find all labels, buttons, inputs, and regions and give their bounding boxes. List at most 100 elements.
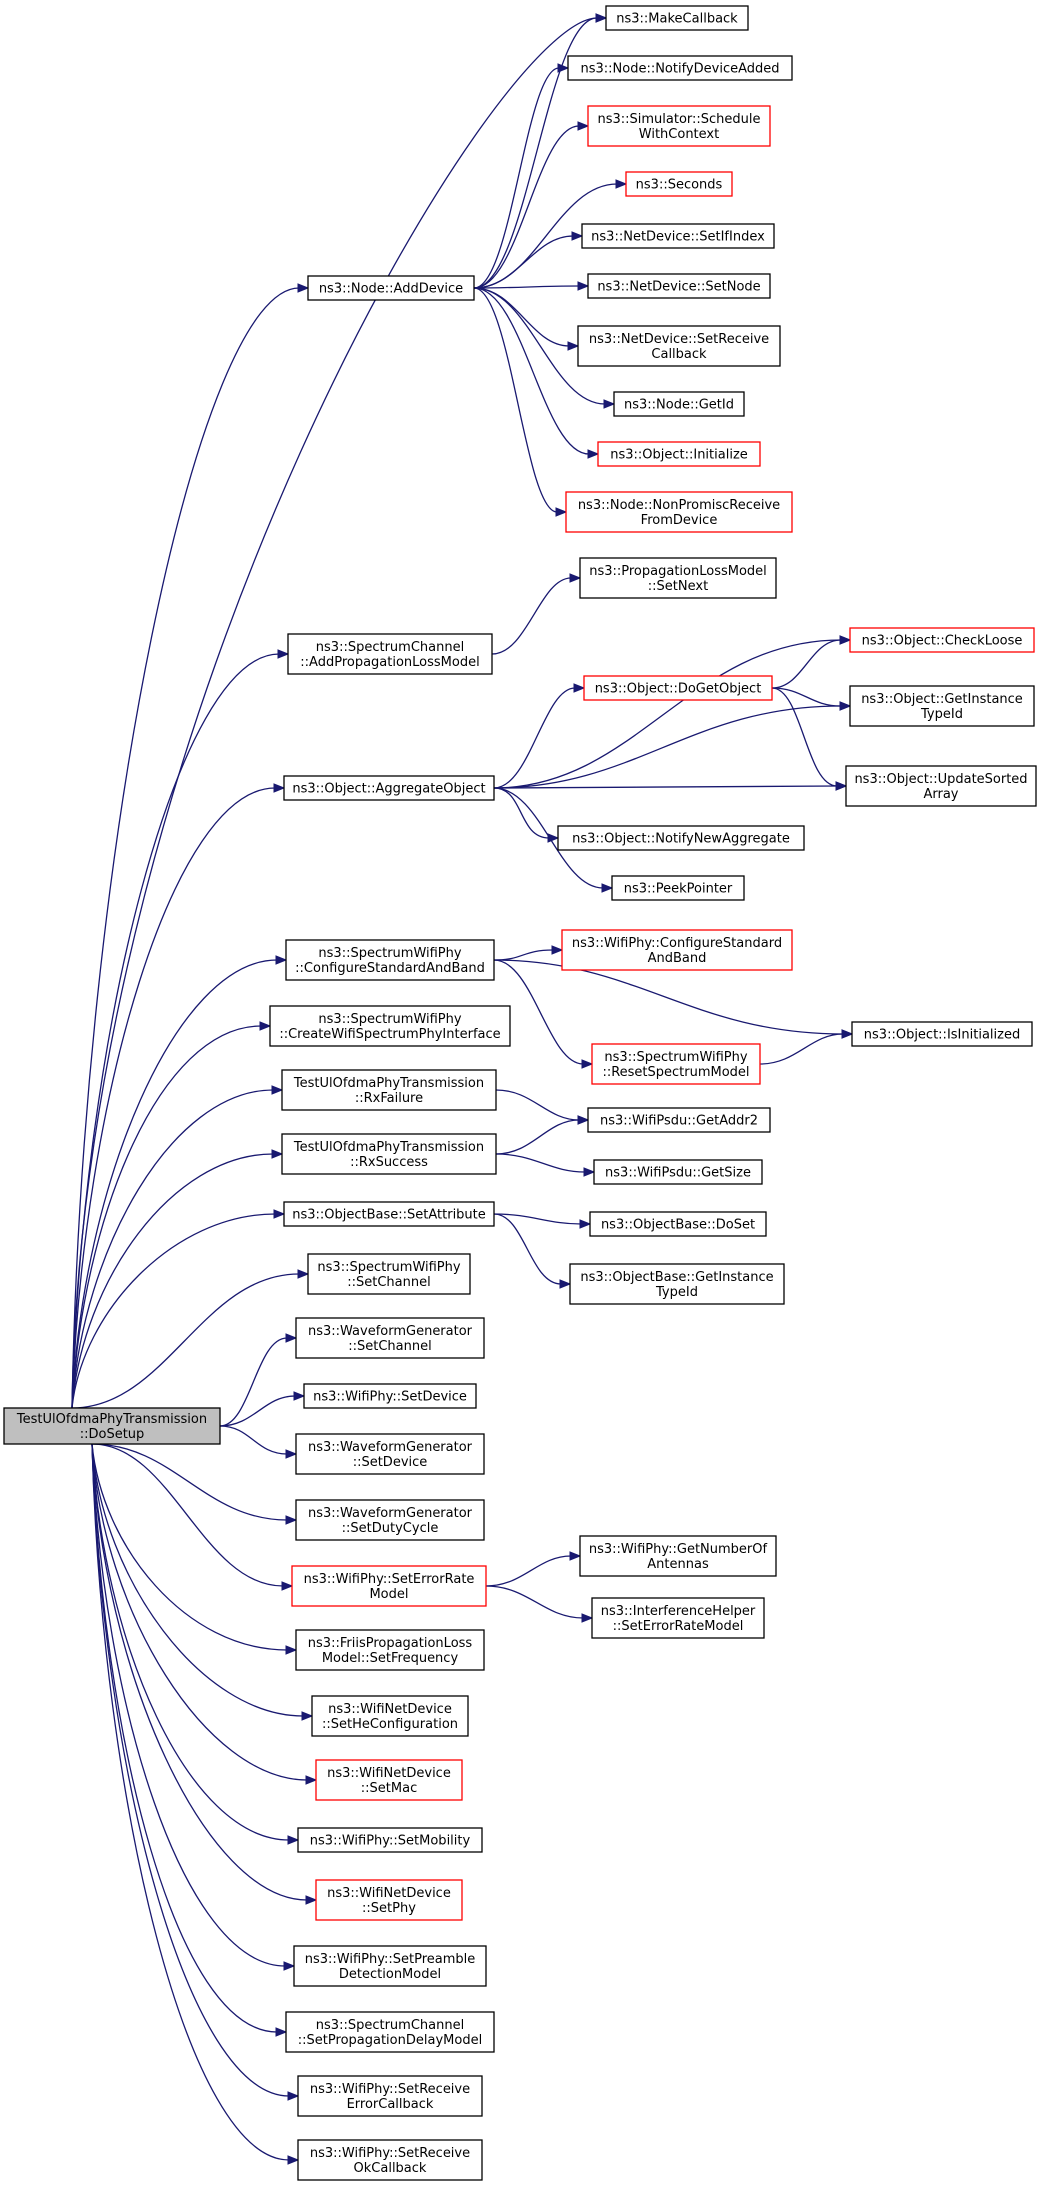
- node-label: ::SetDevice: [353, 1455, 428, 1470]
- node-isinit[interactable]: ns3::Object::IsInitialized: [851, 1021, 1033, 1047]
- node-label: ns3::ObjectBase::DoSet: [601, 1218, 755, 1233]
- node-notifynewagg[interactable]: ns3::Object::NotifyNewAggregate: [557, 825, 805, 851]
- node-plmsetnext[interactable]: ns3::PropagationLossModel::SetNext: [579, 557, 777, 599]
- node-setattr[interactable]: ns3::ObjectBase::SetAttribute: [283, 1201, 495, 1227]
- node-peekptr[interactable]: ns3::PeekPointer: [611, 875, 745, 901]
- node-aggregate[interactable]: ns3::Object::AggregateObject: [283, 775, 495, 801]
- node-label: Callback: [651, 347, 707, 362]
- node-label: ::SetErrorRateModel: [613, 1619, 744, 1634]
- node-label: FromDevice: [641, 513, 718, 528]
- node-doset[interactable]: ns3::ObjectBase::DoSet: [589, 1211, 767, 1237]
- node-dogetobj[interactable]: ns3::Object::DoGetObject: [583, 675, 773, 701]
- node-label: ::SetChannel: [348, 1339, 431, 1354]
- edge-adddevice-schedctx: [473, 121, 590, 289]
- node-objinit[interactable]: ns3::Object::Initialize: [597, 441, 761, 467]
- node-root[interactable]: TestUlOfdmaPhyTransmission::DoSetup: [3, 1407, 221, 1445]
- node-label: OkCallback: [354, 2161, 427, 2176]
- node-wgduty[interactable]: ns3::WaveformGenerator::SetDutyCycle: [295, 1499, 485, 1541]
- edge-rxsucc-getsize: [495, 1153, 596, 1177]
- node-label: ErrorCallback: [347, 2097, 434, 2112]
- node-addprop[interactable]: ns3::SpectrumChannel::AddPropagationLoss…: [287, 633, 493, 675]
- node-setifindex[interactable]: ns3::NetDevice::SetIfIndex: [581, 223, 775, 249]
- node-notifydev[interactable]: ns3::Node::NotifyDeviceAdded: [567, 55, 793, 81]
- node-setmac[interactable]: ns3::WifiNetDevice::SetMac: [315, 1759, 463, 1801]
- node-label: ::SetNext: [648, 579, 708, 594]
- node-label: ns3::SpectrumWifiPhy: [604, 1050, 747, 1065]
- edge-adddevice-objinit: [473, 287, 600, 459]
- node-label: ns3::Node::NotifyDeviceAdded: [580, 62, 779, 77]
- edge-root-wgduty: [91, 1443, 298, 1525]
- edge-rxfail-getaddr2: [495, 1089, 590, 1125]
- node-ihseterr[interactable]: ns3::InterferenceHelper::SetErrorRateMod…: [591, 1597, 765, 1639]
- node-label: ns3::WaveformGenerator: [308, 1506, 473, 1521]
- node-label: Model::SetFrequency: [322, 1651, 459, 1666]
- node-makecb[interactable]: ns3::MakeCallback: [605, 5, 749, 31]
- edge-seterrmodel-ihseterr: [485, 1585, 594, 1623]
- node-checkloose[interactable]: ns3::Object::CheckLoose: [849, 627, 1035, 653]
- node-wpsetdev[interactable]: ns3::WifiPhy::SetDevice: [303, 1383, 477, 1409]
- edge-root-setphy: [91, 1443, 318, 1905]
- node-label: ns3::WifiPhy::SetErrorRate: [304, 1572, 475, 1587]
- node-wgsetdev[interactable]: ns3::WaveformGenerator::SetDevice: [295, 1433, 485, 1475]
- edge-root-makecb: [71, 13, 608, 1409]
- edge-aggregate-checkloose: [493, 635, 852, 789]
- node-setpropdelay[interactable]: ns3::SpectrumChannel::SetPropagationDela…: [285, 2011, 495, 2053]
- node-setmob[interactable]: ns3::WifiPhy::SetMobility: [297, 1827, 483, 1853]
- node-getsize[interactable]: ns3::WifiPsdu::GetSize: [593, 1159, 763, 1185]
- edge-root-wpsetdev: [219, 1391, 306, 1427]
- node-label: WithContext: [639, 127, 719, 142]
- node-seconds[interactable]: ns3::Seconds: [625, 171, 733, 197]
- node-setnode[interactable]: ns3::NetDevice::SetNode: [587, 273, 771, 299]
- node-wpcfgstd[interactable]: ns3::WifiPhy::ConfigureStandardAndBand: [561, 929, 793, 971]
- node-setphy[interactable]: ns3::WifiNetDevice::SetPhy: [315, 1879, 463, 1921]
- node-label: ::SetPhy: [362, 1901, 416, 1916]
- node-label: ::ConfigureStandardAndBand: [295, 961, 485, 976]
- node-getid[interactable]: ns3::Node::GetId: [613, 391, 745, 417]
- node-label: ns3::WifiPhy::SetReceive: [310, 2082, 470, 2097]
- node-adddevice[interactable]: ns3::Node::AddDevice: [307, 275, 475, 301]
- edge-root-wgsetdev: [219, 1425, 298, 1459]
- node-cfgstdband[interactable]: ns3::SpectrumWifiPhy::ConfigureStandardA…: [285, 939, 495, 981]
- node-label: ::SetMac: [361, 1781, 417, 1796]
- node-rxsucc[interactable]: TestUlOfdmaPhyTransmission::RxSuccess: [281, 1133, 497, 1175]
- node-sethecfg[interactable]: ns3::WifiNetDevice::SetHeConfiguration: [311, 1695, 469, 1737]
- node-wgsetch[interactable]: ns3::WaveformGenerator::SetChannel: [295, 1317, 485, 1359]
- node-label: ::ResetSpectrumModel: [602, 1065, 749, 1080]
- node-label: ns3::WifiPhy::ConfigureStandard: [572, 936, 782, 951]
- edge-root-rxsucc: [71, 1149, 284, 1409]
- edge-aggregate-dogetobj: [493, 683, 586, 789]
- node-label: ns3::Object::CheckLoose: [862, 634, 1023, 649]
- node-label: ns3::Object::DoGetObject: [595, 682, 762, 697]
- node-label: DetectionModel: [339, 1967, 441, 1982]
- node-createiface[interactable]: ns3::SpectrumWifiPhy::CreateWifiSpectrum…: [269, 1005, 511, 1047]
- node-swpsetch[interactable]: ns3::SpectrumWifiPhy::SetChannel: [307, 1253, 471, 1295]
- node-resetspec[interactable]: ns3::SpectrumWifiPhy::ResetSpectrumModel: [591, 1043, 761, 1085]
- node-rxfail[interactable]: TestUlOfdmaPhyTransmission::RxFailure: [281, 1069, 497, 1111]
- edge-setattr-doset: [493, 1213, 592, 1229]
- node-friisfreq[interactable]: ns3::FriisPropagationLossModel::SetFrequ…: [295, 1629, 485, 1671]
- node-label: ns3::Object::GetInstance: [861, 692, 1023, 707]
- node-label: ns3::Simulator::Schedule: [597, 112, 760, 127]
- edge-seterrmodel-getnumant: [485, 1551, 582, 1587]
- edge-adddevice-setnode: [473, 281, 590, 291]
- edge-root-createiface: [71, 1021, 272, 1409]
- node-label: ::SetPropagationDelayModel: [298, 2033, 482, 2048]
- edge-dogetobj-checkloose: [771, 635, 852, 689]
- edge-adddevice-setifindex: [473, 231, 584, 289]
- node-seterrmodel[interactable]: ns3::WifiPhy::SetErrorRateModel: [291, 1565, 487, 1607]
- edge-root-seterrmodel: [91, 1443, 294, 1591]
- node-label: ns3::Node::NonPromiscReceive: [578, 498, 780, 513]
- node-getaddr2[interactable]: ns3::WifiPsdu::GetAddr2: [587, 1107, 771, 1133]
- node-label: ns3::PeekPointer: [624, 882, 733, 897]
